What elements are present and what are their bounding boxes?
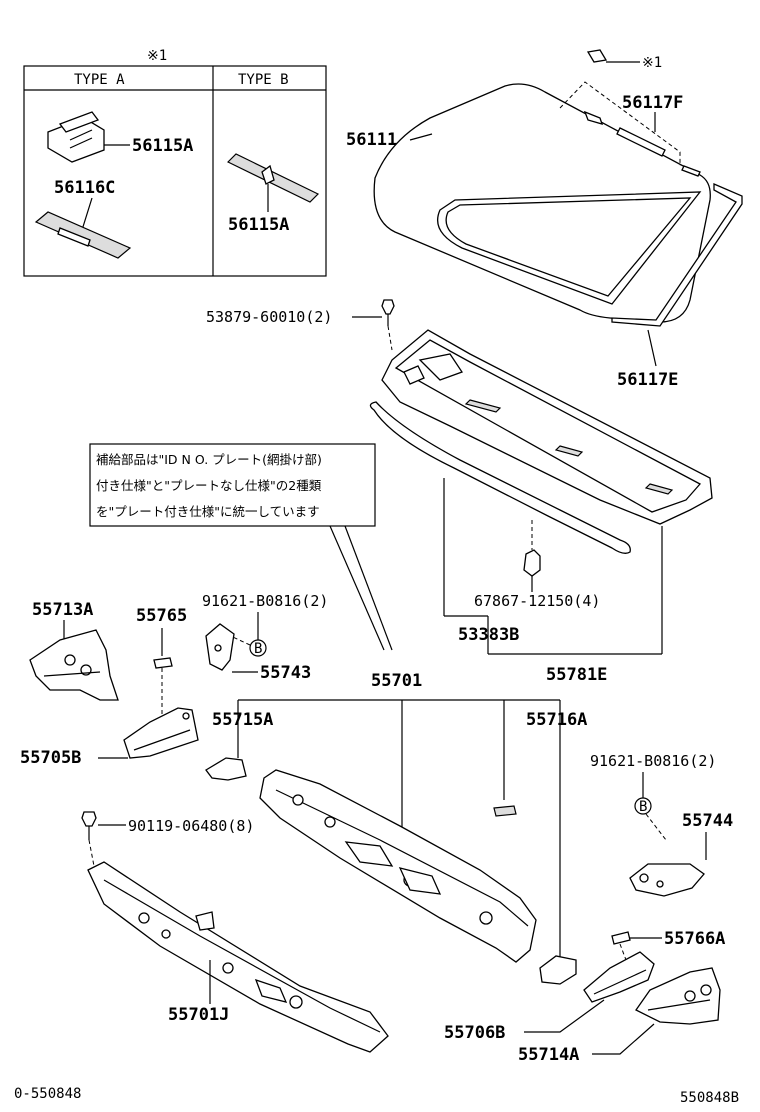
- label-56117e: 56117E: [617, 370, 678, 390]
- brace-left: [205, 757, 247, 781]
- brace-right: [539, 955, 577, 985]
- label-55766a: 55766A: [664, 929, 725, 949]
- type-a-clip: [47, 111, 105, 163]
- type-a-plate: [34, 211, 132, 259]
- label-55714a: 55714A: [518, 1045, 579, 1065]
- weatherstrip: [369, 401, 631, 554]
- label-55781e: 55781E: [546, 665, 607, 685]
- note-box: [89, 443, 376, 527]
- clip-67867: [523, 549, 541, 584]
- label-90119: 90119-06480(8): [128, 817, 254, 835]
- panel-left-lower: [123, 707, 199, 759]
- panel-right-upper: [635, 967, 721, 1025]
- label-55705b: 55705B: [20, 748, 81, 768]
- small-plate-right: [611, 931, 631, 945]
- label-55743: 55743: [260, 663, 311, 683]
- top-marker: ※1: [642, 55, 662, 71]
- label-91621-left: 91621-B0816(2): [202, 592, 328, 610]
- label-55706b: 55706B: [444, 1023, 505, 1043]
- label-55716a: 55716A: [526, 710, 587, 730]
- bracket-left: [205, 623, 235, 671]
- moulding-side: [611, 183, 743, 327]
- type-b-plate: [226, 153, 320, 203]
- screw-90119: [81, 811, 97, 840]
- label-56115a-type-b: 56115A: [228, 215, 289, 235]
- label-56115a-type-a: 56115A: [132, 136, 193, 156]
- note-line-2: 付き仕様"と"プレートなし仕様"の2種類: [96, 478, 322, 493]
- label-55744: 55744: [682, 811, 733, 831]
- cowl-lower: [87, 861, 389, 1053]
- clip-53879: [381, 299, 395, 326]
- cowl-panel: [259, 769, 537, 963]
- circle-b-left-letter: B: [254, 641, 262, 657]
- label-53879: 53879-60010(2): [206, 308, 332, 326]
- footer-left-code: 0-550848: [14, 1086, 81, 1102]
- bracket-right: [629, 863, 705, 897]
- label-67867: 67867-12150(4): [474, 592, 600, 610]
- cowl-louver: [381, 329, 713, 525]
- note-line-3: を"プレート付き仕様"に統一しています: [96, 504, 320, 519]
- label-55701j: 55701J: [168, 1005, 229, 1025]
- label-55701: 55701: [371, 671, 422, 691]
- label-55713a: 55713A: [32, 600, 93, 620]
- id-plate: [493, 805, 517, 817]
- bracket-small-left: [153, 657, 173, 669]
- label-53383b: 53383B: [458, 625, 519, 645]
- label-55765: 55765: [136, 606, 187, 626]
- label-91621-right: 91621-B0816(2): [590, 752, 716, 770]
- panel-right-lower: [583, 951, 655, 1003]
- circle-b-right-letter: B: [639, 799, 647, 815]
- type-b-header: TYPE B: [238, 72, 289, 88]
- moulding-top: [583, 110, 701, 177]
- windshield-glass: [373, 83, 711, 323]
- type-a-header: TYPE A: [74, 72, 125, 88]
- label-56116c: 56116C: [54, 178, 115, 198]
- label-55715a: 55715A: [212, 710, 273, 730]
- inset-marker: ※1: [147, 48, 167, 64]
- note-line-1: 補給部品は"ID N O. プレート(網掛け部): [96, 452, 322, 467]
- circle-b-left: [249, 639, 267, 657]
- inset-box: [23, 65, 327, 277]
- panel-left-upper: [29, 629, 119, 701]
- footer-right-code: 550848B: [680, 1090, 739, 1106]
- circle-b-right: [634, 797, 652, 815]
- label-56117f: 56117F: [622, 93, 683, 113]
- label-56111: 56111: [346, 130, 397, 150]
